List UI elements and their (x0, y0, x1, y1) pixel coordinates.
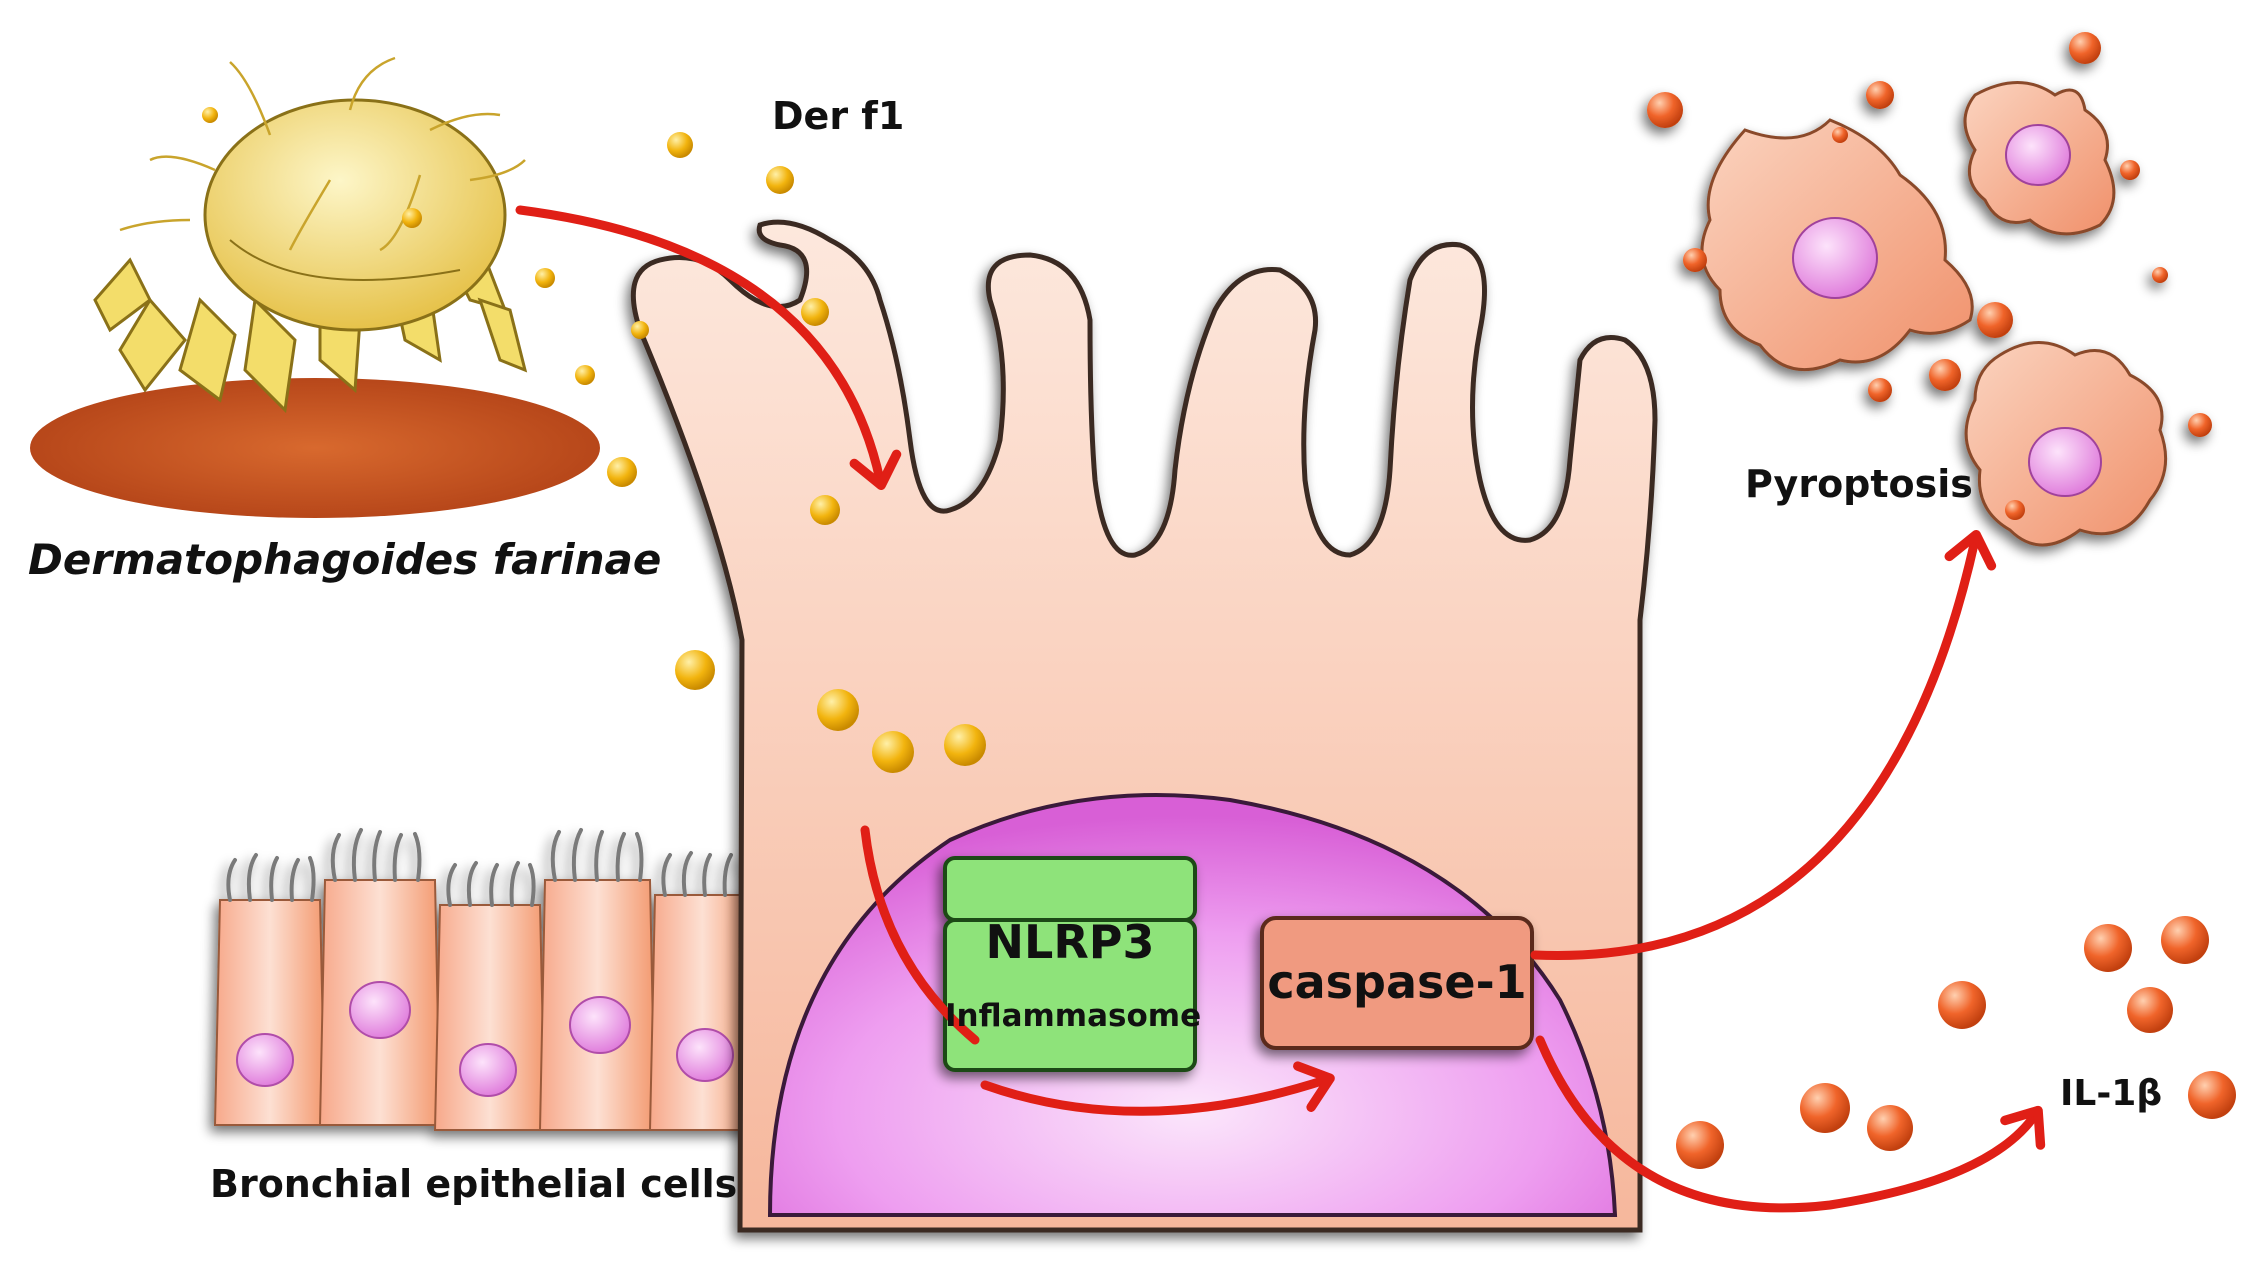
pyroptotic-cell (1964, 341, 2168, 547)
nlrp3-inflammasome-box (943, 856, 1197, 1072)
der-f1-particles (202, 107, 986, 773)
inflammasome-label: Inflammasome (945, 998, 1202, 1034)
nlrp3-label: NLRP3 (985, 915, 1155, 969)
caspase-1-label: caspase-1 (1267, 955, 1527, 1009)
small-cell (538, 879, 657, 1131)
il-1b-particles (1676, 916, 2236, 1169)
small-cell (213, 899, 327, 1126)
small-cell (648, 894, 756, 1131)
arrow-nlrp3-to-caspase (980, 1061, 1335, 1116)
small-cell (433, 904, 547, 1131)
il-1b-label: IL-1β (2060, 1073, 2163, 1114)
bronchial-epithelial-cells-label: Bronchial epithelial cells (210, 1162, 738, 1206)
arrow-caspase-to-pyroptosis (1530, 530, 1997, 960)
large-epithelial-cell (630, 219, 1658, 1233)
mite-species-label: Dermatophagoides farinae (28, 535, 662, 584)
pyroptotic-cell (1700, 118, 1974, 372)
caspase-1-box (1260, 916, 1534, 1050)
ground-patch (30, 378, 600, 518)
small-cell (318, 879, 442, 1126)
arrow-caspase-to-il1b (1535, 1035, 2046, 1213)
pyroptosis-label: Pyroptosis (1745, 462, 1973, 506)
der-f1-label: Der f1 (772, 94, 905, 138)
pathway-arrows (515, 205, 2046, 1213)
cilia (226, 828, 749, 907)
bronchial-epithelium (213, 828, 756, 1131)
mite-body (203, 98, 507, 332)
dust-mite-illustration (30, 56, 600, 518)
arrow-mite-to-cell (515, 205, 902, 491)
arrow-entry-to-nlrp3 (860, 825, 980, 1045)
mite-hairs (119, 56, 526, 252)
cell-debris (1647, 32, 2212, 520)
pyroptotic-cell (1963, 81, 2116, 236)
pyroptotic-cells (1647, 32, 2212, 547)
